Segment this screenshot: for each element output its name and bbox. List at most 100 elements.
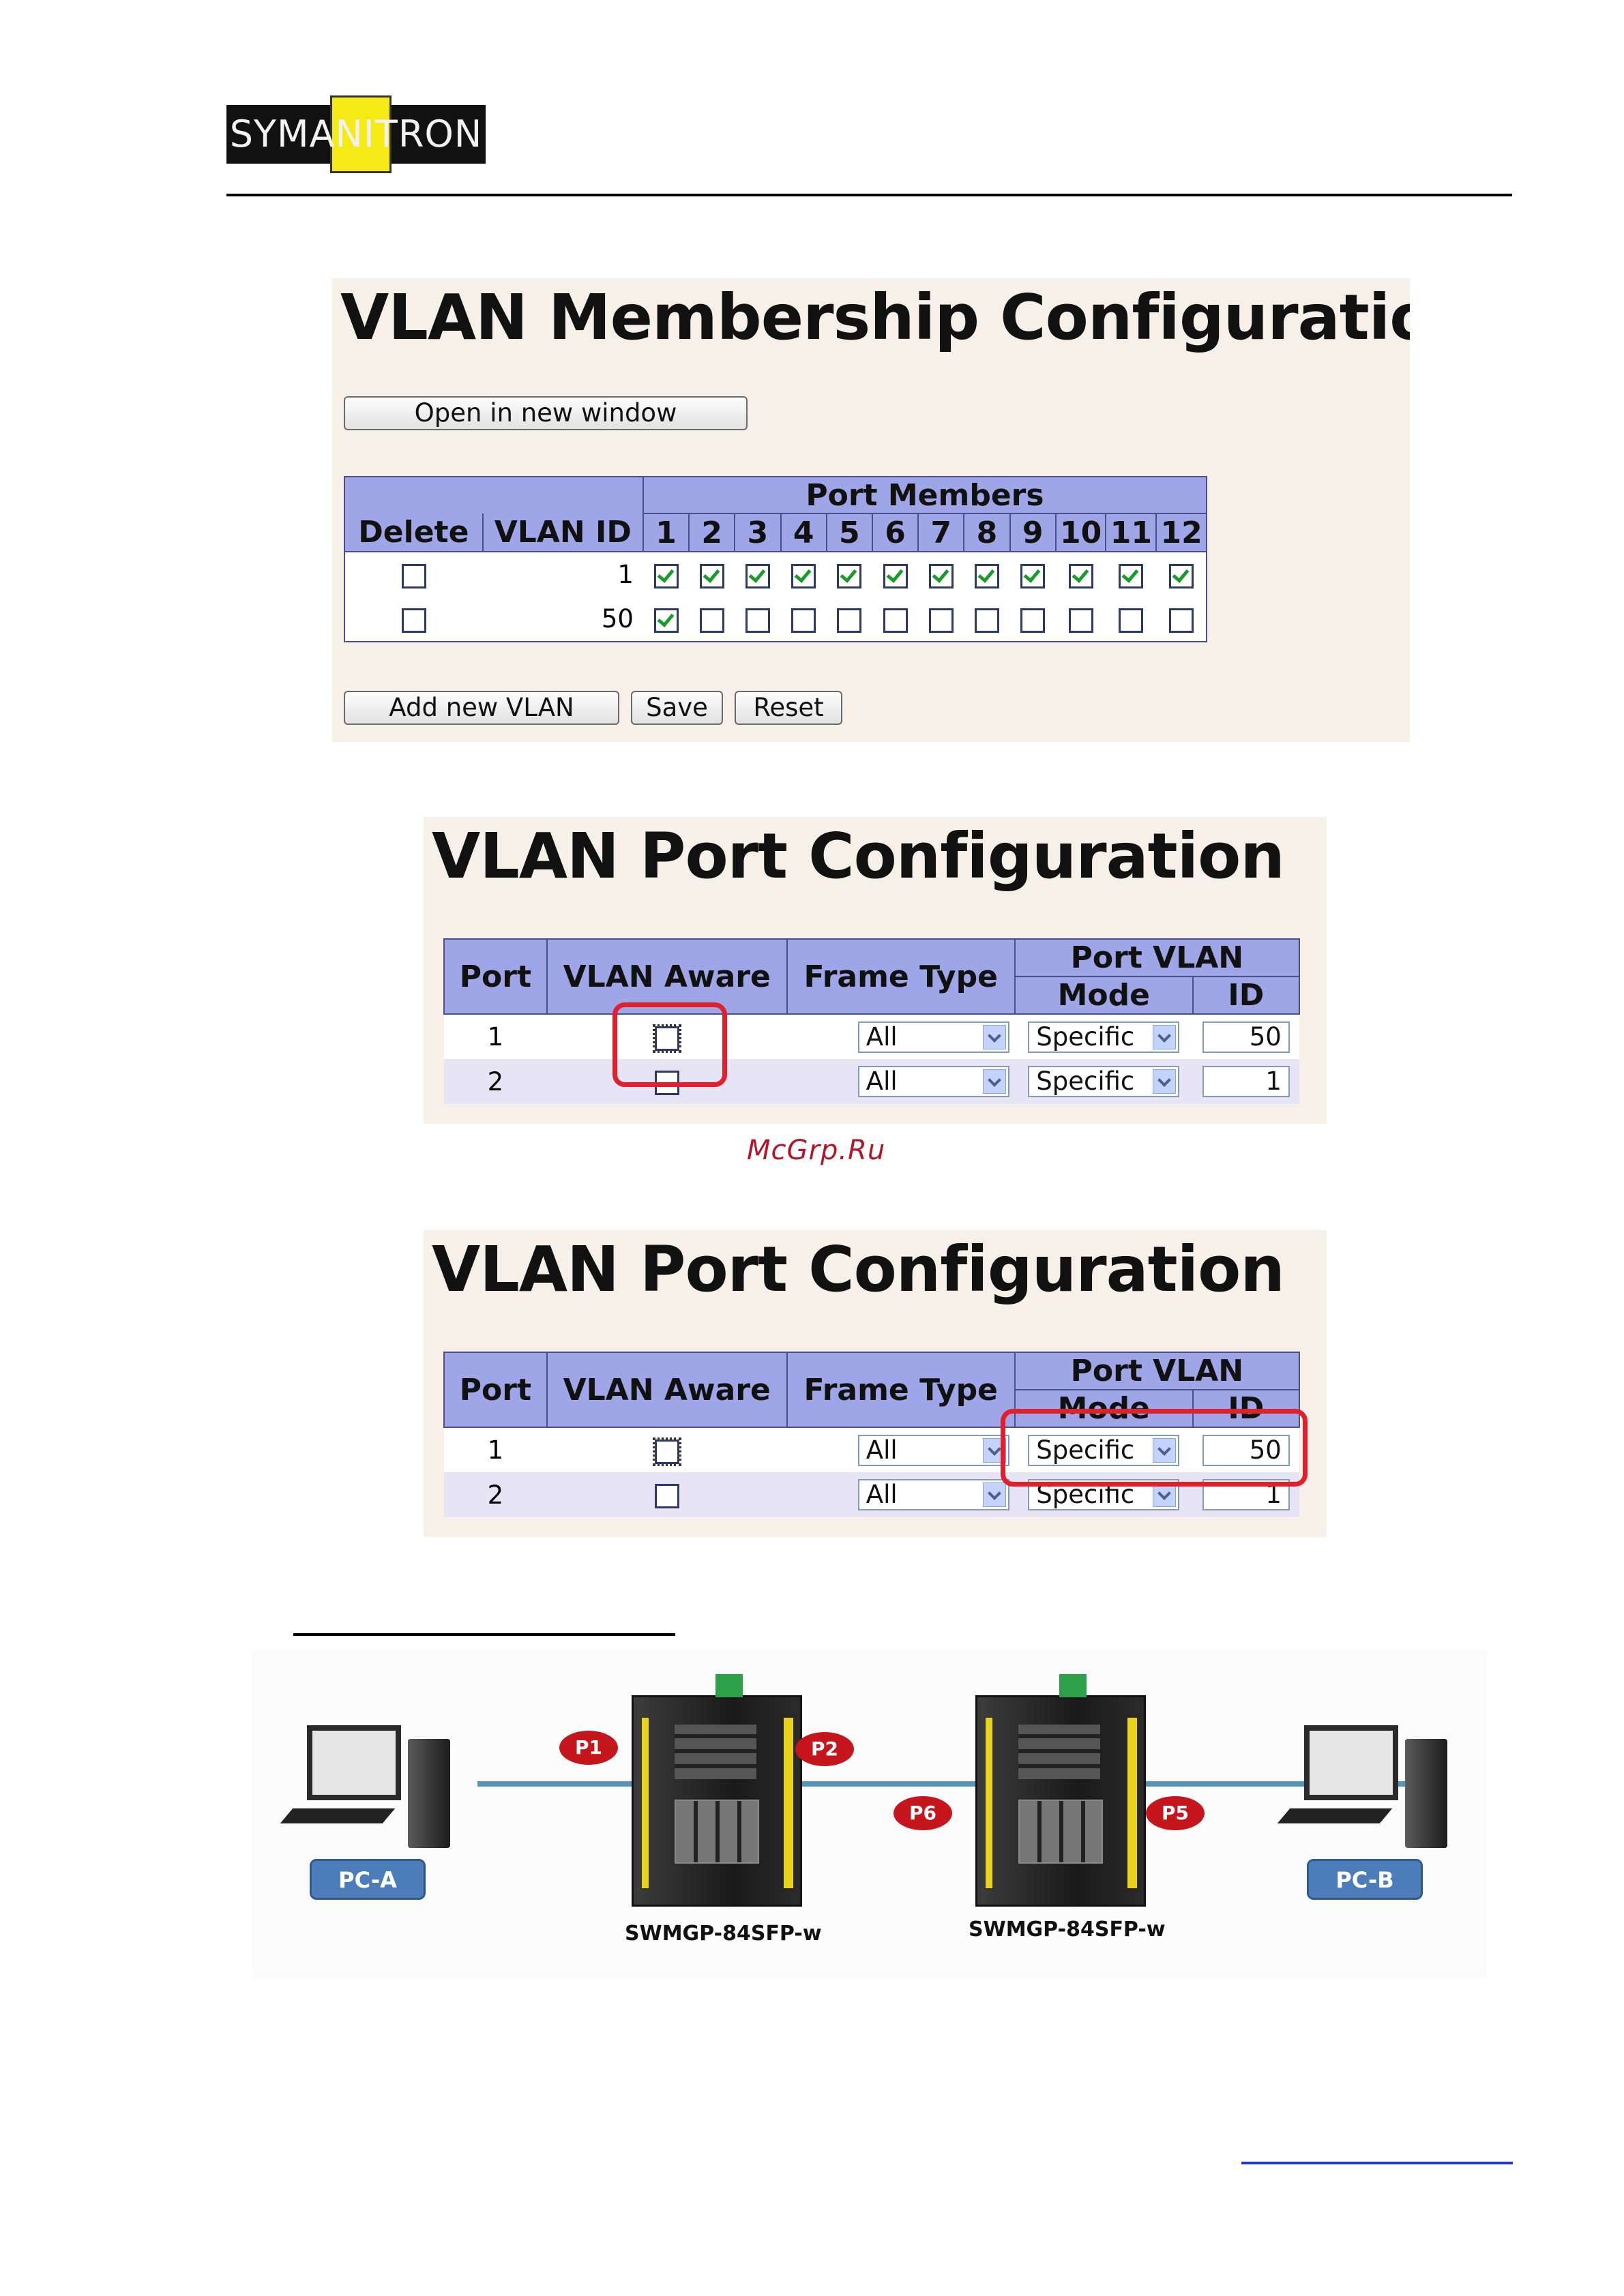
pc-a-monitor-icon: [307, 1725, 401, 1800]
pvid-input[interactable]: 50: [1202, 1434, 1290, 1466]
chevron-down-icon: [982, 1024, 1006, 1049]
save-button[interactable]: Save: [631, 691, 723, 725]
logo-accent-bar: [330, 95, 392, 173]
rj45-ports-icon: [675, 1800, 759, 1864]
port-config-2-title: VLAN Port Configuration: [432, 1233, 1285, 1306]
header-divider: [226, 194, 1512, 196]
delete-checkbox[interactable]: [401, 608, 426, 633]
frame-type-select[interactable]: All: [857, 1479, 1009, 1510]
switch-trim: [784, 1718, 793, 1888]
port-member-checkbox[interactable]: [974, 563, 999, 588]
port-vlan-header: Port VLAN: [1014, 938, 1301, 977]
open-new-window-button[interactable]: Open in new window: [344, 396, 748, 430]
port-badge-p6: P6: [894, 1796, 952, 1830]
vlan-row: 50: [344, 597, 1207, 642]
sfp-ports-icon: [1018, 1725, 1100, 1779]
frame-type-select[interactable]: All: [857, 1434, 1009, 1466]
switch-right-label: SWMGP-84SFP-w: [969, 1918, 1166, 1941]
vlan-aware-checkbox[interactable]: [652, 1024, 681, 1053]
port-member-checkbox[interactable]: [1020, 608, 1046, 633]
port-config-2-table: Port VLAN Aware Frame Type Port VLAN Mod…: [443, 1352, 1301, 1517]
port-number-cell: 2: [487, 1067, 504, 1097]
id-header: ID: [1192, 976, 1301, 1015]
port-member-checkbox[interactable]: [837, 563, 862, 588]
mode-select[interactable]: Specific: [1028, 1066, 1180, 1097]
switch-left-label: SWMGP-84SFP-w: [625, 1922, 822, 1945]
port-member-checkbox[interactable]: [1168, 563, 1194, 588]
port-number-header: 9: [1009, 513, 1057, 552]
port-member-checkbox[interactable]: [745, 608, 770, 633]
port-config-1-table: Port VLAN Aware Frame Type Port VLAN Mod…: [443, 938, 1301, 1104]
vlan-aware-checkbox[interactable]: [654, 1484, 679, 1508]
port-number-cell: 2: [487, 1480, 504, 1510]
frame-type-header: Frame Type: [786, 938, 1016, 1015]
switch-trim: [986, 1718, 992, 1888]
chevron-down-icon: [1153, 1482, 1177, 1507]
reset-button[interactable]: Reset: [735, 691, 842, 725]
port-member-checkbox[interactable]: [1168, 608, 1194, 633]
pvid-input[interactable]: 1: [1202, 1066, 1290, 1097]
vlan-port-panel-1: VLAN Port Configuration Port VLAN Aware …: [424, 817, 1327, 1124]
port-member-checkbox[interactable]: [1020, 563, 1046, 588]
vlan-id-cell: 50: [601, 604, 634, 633]
port-member-checkbox[interactable]: [974, 608, 999, 633]
frame-type-value: All: [866, 1480, 898, 1509]
port-badge-p1: P1: [559, 1731, 618, 1765]
port-row: 2 All Specific 1: [444, 1059, 1299, 1104]
port-member-checkbox[interactable]: [791, 563, 816, 588]
port-member-checkbox[interactable]: [883, 563, 908, 588]
switch-right-icon: [975, 1674, 1146, 1907]
port-member-checkbox[interactable]: [791, 608, 816, 633]
add-new-vlan-button[interactable]: Add new VLAN: [344, 691, 619, 725]
mode-select[interactable]: Specific: [1028, 1434, 1180, 1466]
port-badge-p2: P2: [795, 1732, 854, 1766]
vlan-row: 1: [344, 552, 1207, 597]
header-spacer: [344, 476, 644, 513]
footer-link-underline: [1241, 2162, 1513, 2164]
mode-select[interactable]: Specific: [1028, 1021, 1180, 1053]
mode-header: Mode: [1014, 1389, 1194, 1428]
topology-diagram: PC-A SWMGP-84SFP-w SWMGP-84SFP-w PC-B P1…: [252, 1650, 1487, 1978]
port-member-checkbox[interactable]: [745, 563, 770, 588]
pvid-input[interactable]: 50: [1202, 1021, 1290, 1053]
mode-value: Specific: [1036, 1022, 1135, 1052]
membership-title: VLAN Membership Configuration: [340, 281, 1410, 354]
port-member-checkbox[interactable]: [928, 608, 954, 633]
port-vlan-header: Port VLAN: [1014, 1352, 1301, 1390]
pc-a-tower-icon: [408, 1739, 450, 1848]
port-header: Port: [443, 938, 548, 1015]
port-member-checkbox[interactable]: [653, 608, 679, 633]
highlight-port-vlan: [1001, 1409, 1308, 1487]
cable-sw2-pcb: [1180, 1781, 1426, 1787]
port-number-header: 3: [734, 513, 782, 552]
chevron-down-icon: [1153, 1069, 1177, 1094]
port-member-checkbox[interactable]: [1068, 563, 1093, 588]
port-number-header: 10: [1054, 513, 1107, 552]
vlan-id-cell: 1: [617, 560, 634, 589]
frame-type-select[interactable]: All: [857, 1066, 1009, 1097]
port-member-checkbox[interactable]: [653, 563, 679, 588]
logo-text: SYMANITRON: [229, 113, 483, 155]
id-header: ID: [1192, 1389, 1301, 1428]
port-number-header: 4: [780, 513, 827, 552]
port-member-checkbox[interactable]: [1119, 608, 1144, 633]
port-member-checkbox[interactable]: [699, 563, 724, 588]
vlan-membership-panel: VLAN Membership Configuration Open in ne…: [332, 278, 1410, 742]
port-members-header: Port Members: [642, 476, 1208, 514]
port-member-checkbox[interactable]: [928, 563, 954, 588]
port-header: Port: [443, 1352, 548, 1428]
switch-trim: [642, 1718, 649, 1888]
vlan-aware-checkbox[interactable]: [652, 1437, 681, 1466]
port-member-checkbox[interactable]: [1119, 563, 1144, 588]
sfp-ports-icon: [675, 1725, 756, 1779]
port-member-checkbox[interactable]: [1068, 608, 1093, 633]
port-member-checkbox[interactable]: [837, 608, 862, 633]
pc-b-tower-icon: [1405, 1739, 1447, 1848]
delete-checkbox[interactable]: [401, 563, 426, 588]
frame-type-select[interactable]: All: [857, 1021, 1009, 1053]
port-member-checkbox[interactable]: [699, 608, 724, 633]
port-member-checkbox[interactable]: [883, 608, 908, 633]
port-number-header: 2: [688, 513, 736, 552]
pc-b-monitor-icon: [1304, 1725, 1398, 1800]
